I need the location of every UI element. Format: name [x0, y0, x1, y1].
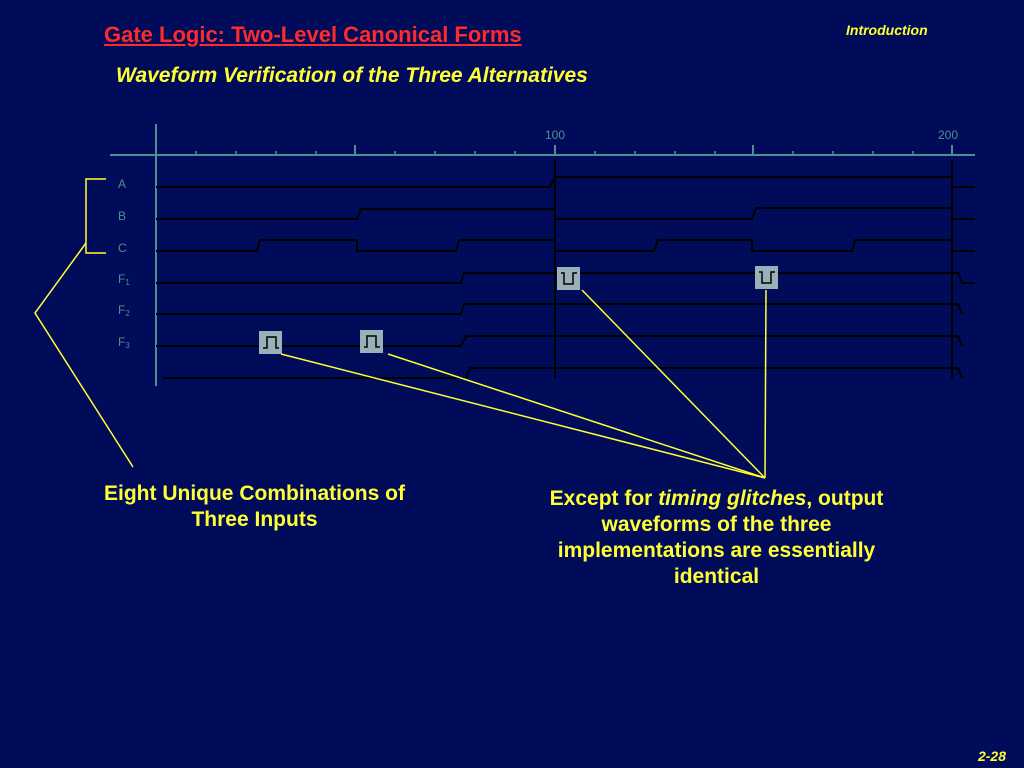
minor-ticks [195, 151, 914, 155]
waveform-f1 [156, 272, 975, 284]
signal-label-f2: F2 [118, 303, 130, 318]
section-label: Introduction [846, 22, 928, 38]
waveform-c [156, 239, 975, 252]
caption-right-post: , output waveforms of the three implemen… [557, 487, 884, 588]
glitch-marker-1 [557, 267, 580, 290]
glitch-marker-2 [755, 266, 778, 289]
tick-label-100: 100 [545, 128, 565, 142]
waveform-b [156, 207, 975, 220]
page-number: 2-28 [977, 748, 1006, 764]
signal-label-c: C [118, 241, 127, 255]
waveform-f3 [156, 335, 963, 347]
glitch-pointer-lines [280, 289, 767, 479]
bracket-pointer-line [34, 242, 134, 468]
signal-label-b: B [118, 209, 126, 223]
glitch-marker-3 [259, 331, 282, 354]
signal-label-a: A [118, 177, 126, 191]
waveform-f2 [156, 303, 963, 315]
signal-label-f1: F1 [118, 272, 130, 287]
slide-subtitle: Waveform Verification of the Three Alter… [116, 64, 588, 87]
tick-label-200: 200 [938, 128, 958, 142]
waveform-extra [163, 367, 963, 379]
caption-right-emphasis: timing glitches [658, 487, 807, 510]
signal-label-f3: F3 [118, 335, 130, 350]
caption-timing-glitches: Except for timing glitches, output wavef… [545, 486, 888, 590]
caption-right-pre: Except for [549, 487, 659, 510]
slide-title: Gate Logic: Two-Level Canonical Forms [104, 22, 522, 47]
waveform-a [156, 176, 975, 188]
glitch-marker-4 [360, 330, 383, 353]
caption-input-combinations: Eight Unique Combinations of Three Input… [104, 482, 405, 531]
input-bracket [85, 178, 106, 254]
